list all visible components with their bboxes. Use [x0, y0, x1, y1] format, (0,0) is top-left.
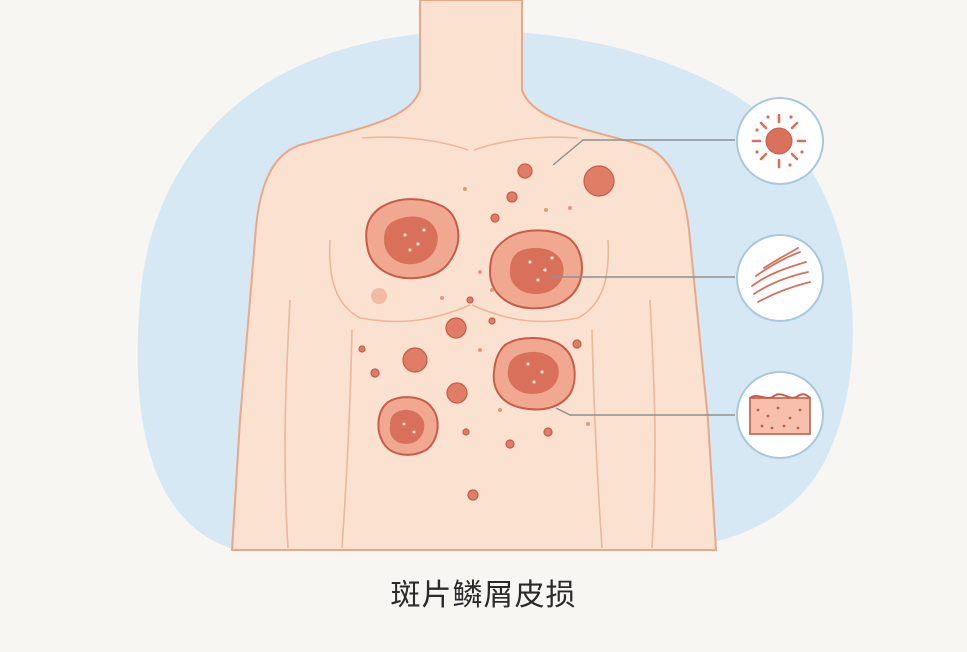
sun-icon	[751, 113, 807, 169]
lesion-plaque-bottom-left	[377, 396, 439, 456]
callout-circle-bottom	[736, 371, 824, 459]
lesion-plaque-lower	[492, 337, 576, 411]
papules	[358, 163, 615, 501]
callout-circle-middle	[736, 234, 824, 322]
figure-caption: 斑片鳞屑皮损	[390, 578, 577, 613]
tiny-dots	[440, 187, 590, 426]
callout-circle-top	[736, 97, 824, 185]
callout-lines	[549, 139, 735, 416]
lesion-plaque-left	[365, 198, 460, 280]
papule-faint	[371, 288, 387, 304]
lesion-plaque-center	[488, 229, 583, 310]
skin-layer-icon	[749, 393, 811, 435]
fiber-lines-icon	[751, 247, 811, 303]
anatomy-lines	[284, 136, 656, 549]
